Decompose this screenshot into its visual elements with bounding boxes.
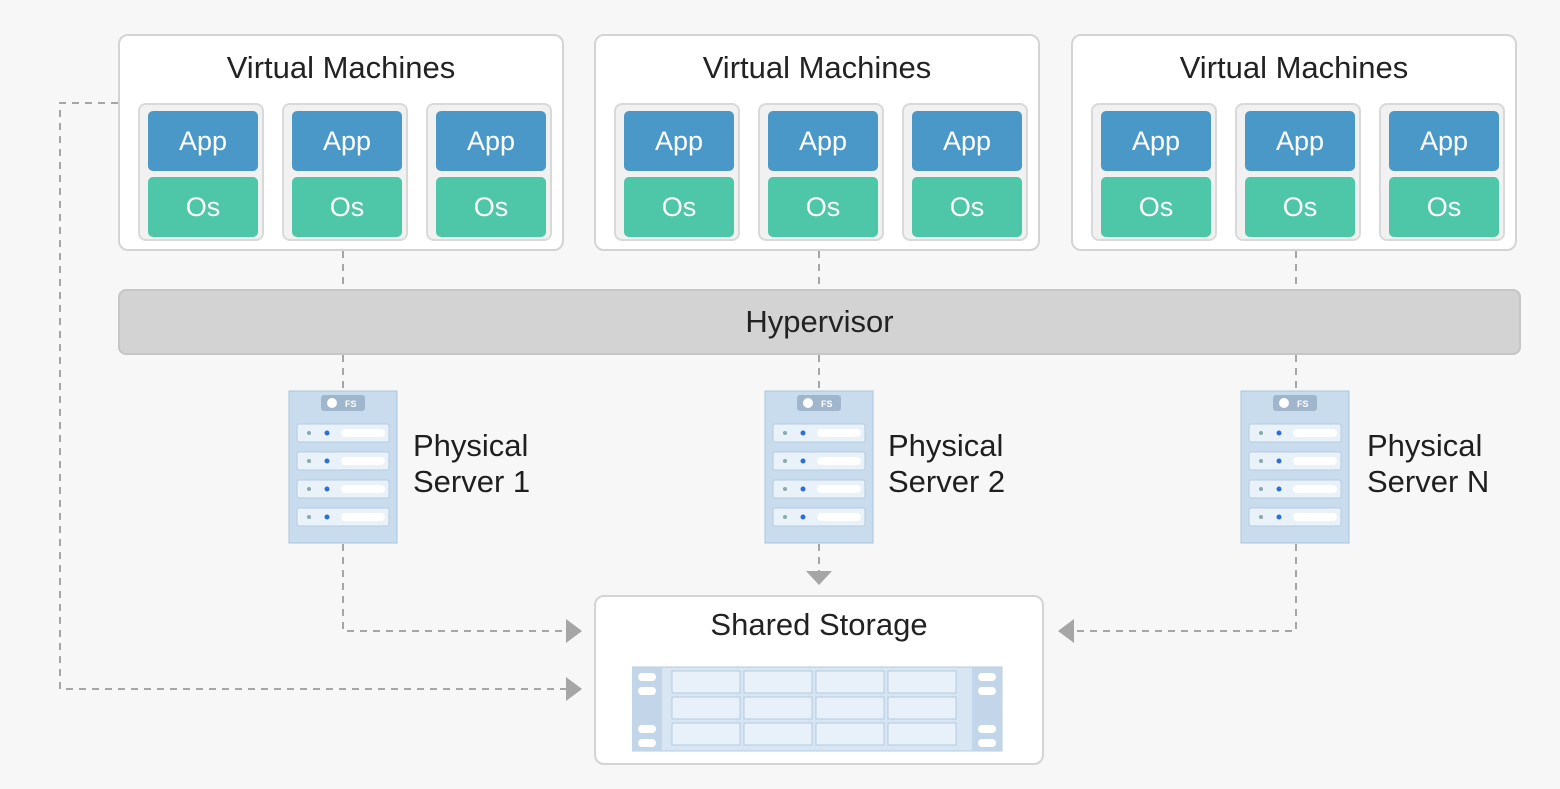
app-block: App: [292, 111, 402, 171]
os-block: Os: [768, 177, 878, 237]
vm-group-title: Virtual Machines: [1179, 50, 1409, 85]
virtual-machine: App Os: [138, 103, 264, 241]
os-block: Os: [624, 177, 734, 237]
app-block: App: [1101, 111, 1211, 171]
vm-group-title: Virtual Machines: [702, 50, 932, 85]
server-icon: [764, 390, 874, 544]
os-block: Os: [912, 177, 1022, 237]
server-label-line2: Server 1: [413, 464, 531, 499]
server-label: Physical Server 2: [888, 428, 1005, 500]
os-block: Os: [436, 177, 546, 237]
os-block: Os: [292, 177, 402, 237]
vm-group: Virtual Machines App Os App Os App Os: [118, 34, 564, 251]
hypervisor-label: Hypervisor: [745, 304, 894, 339]
app-block: App: [148, 111, 258, 171]
arrow-right-icon: [566, 619, 582, 643]
server-label-line1: Physical: [413, 428, 529, 463]
virtual-machine: App Os: [614, 103, 740, 241]
virtual-machine: App Os: [282, 103, 408, 241]
virtual-machine: App Os: [426, 103, 552, 241]
app-block: App: [1389, 111, 1499, 171]
vm-group: Virtual Machines App Os App Os App Os: [594, 34, 1040, 251]
app-block: App: [436, 111, 546, 171]
virtual-machine: App Os: [758, 103, 884, 241]
virtual-machine: App Os: [1235, 103, 1361, 241]
app-block: App: [1245, 111, 1355, 171]
os-block: Os: [1245, 177, 1355, 237]
server-label-line1: Physical: [1367, 428, 1483, 463]
virtual-machine: App Os: [1379, 103, 1505, 241]
hypervisor-bar: Hypervisor: [118, 289, 1521, 355]
os-block: Os: [1389, 177, 1499, 237]
storage-array-icon: [632, 666, 1003, 752]
arrow-left-icon: [1058, 619, 1074, 643]
app-block: App: [912, 111, 1022, 171]
vm-group-title: Virtual Machines: [226, 50, 456, 85]
shared-storage-box: Shared Storage: [594, 595, 1044, 765]
server-label: Physical Server N: [1367, 428, 1489, 500]
shared-storage-label: Shared Storage: [710, 607, 928, 642]
server-label: Physical Server 1: [413, 428, 530, 500]
server-label-line2: Server 2: [888, 464, 1006, 499]
server-label-line1: Physical: [888, 428, 1004, 463]
arrow-down-icon: [806, 571, 832, 585]
app-block: App: [624, 111, 734, 171]
vm-group: Virtual Machines App Os App Os App Os: [1071, 34, 1517, 251]
arrow-right-icon: [566, 677, 582, 701]
server-icon: [288, 390, 398, 544]
os-block: Os: [148, 177, 258, 237]
os-block: Os: [1101, 177, 1211, 237]
server-label-line2: Server N: [1367, 464, 1490, 499]
server-icon: [1240, 390, 1350, 544]
virtual-machine: App Os: [1091, 103, 1217, 241]
virtual-machine: App Os: [902, 103, 1028, 241]
app-block: App: [768, 111, 878, 171]
